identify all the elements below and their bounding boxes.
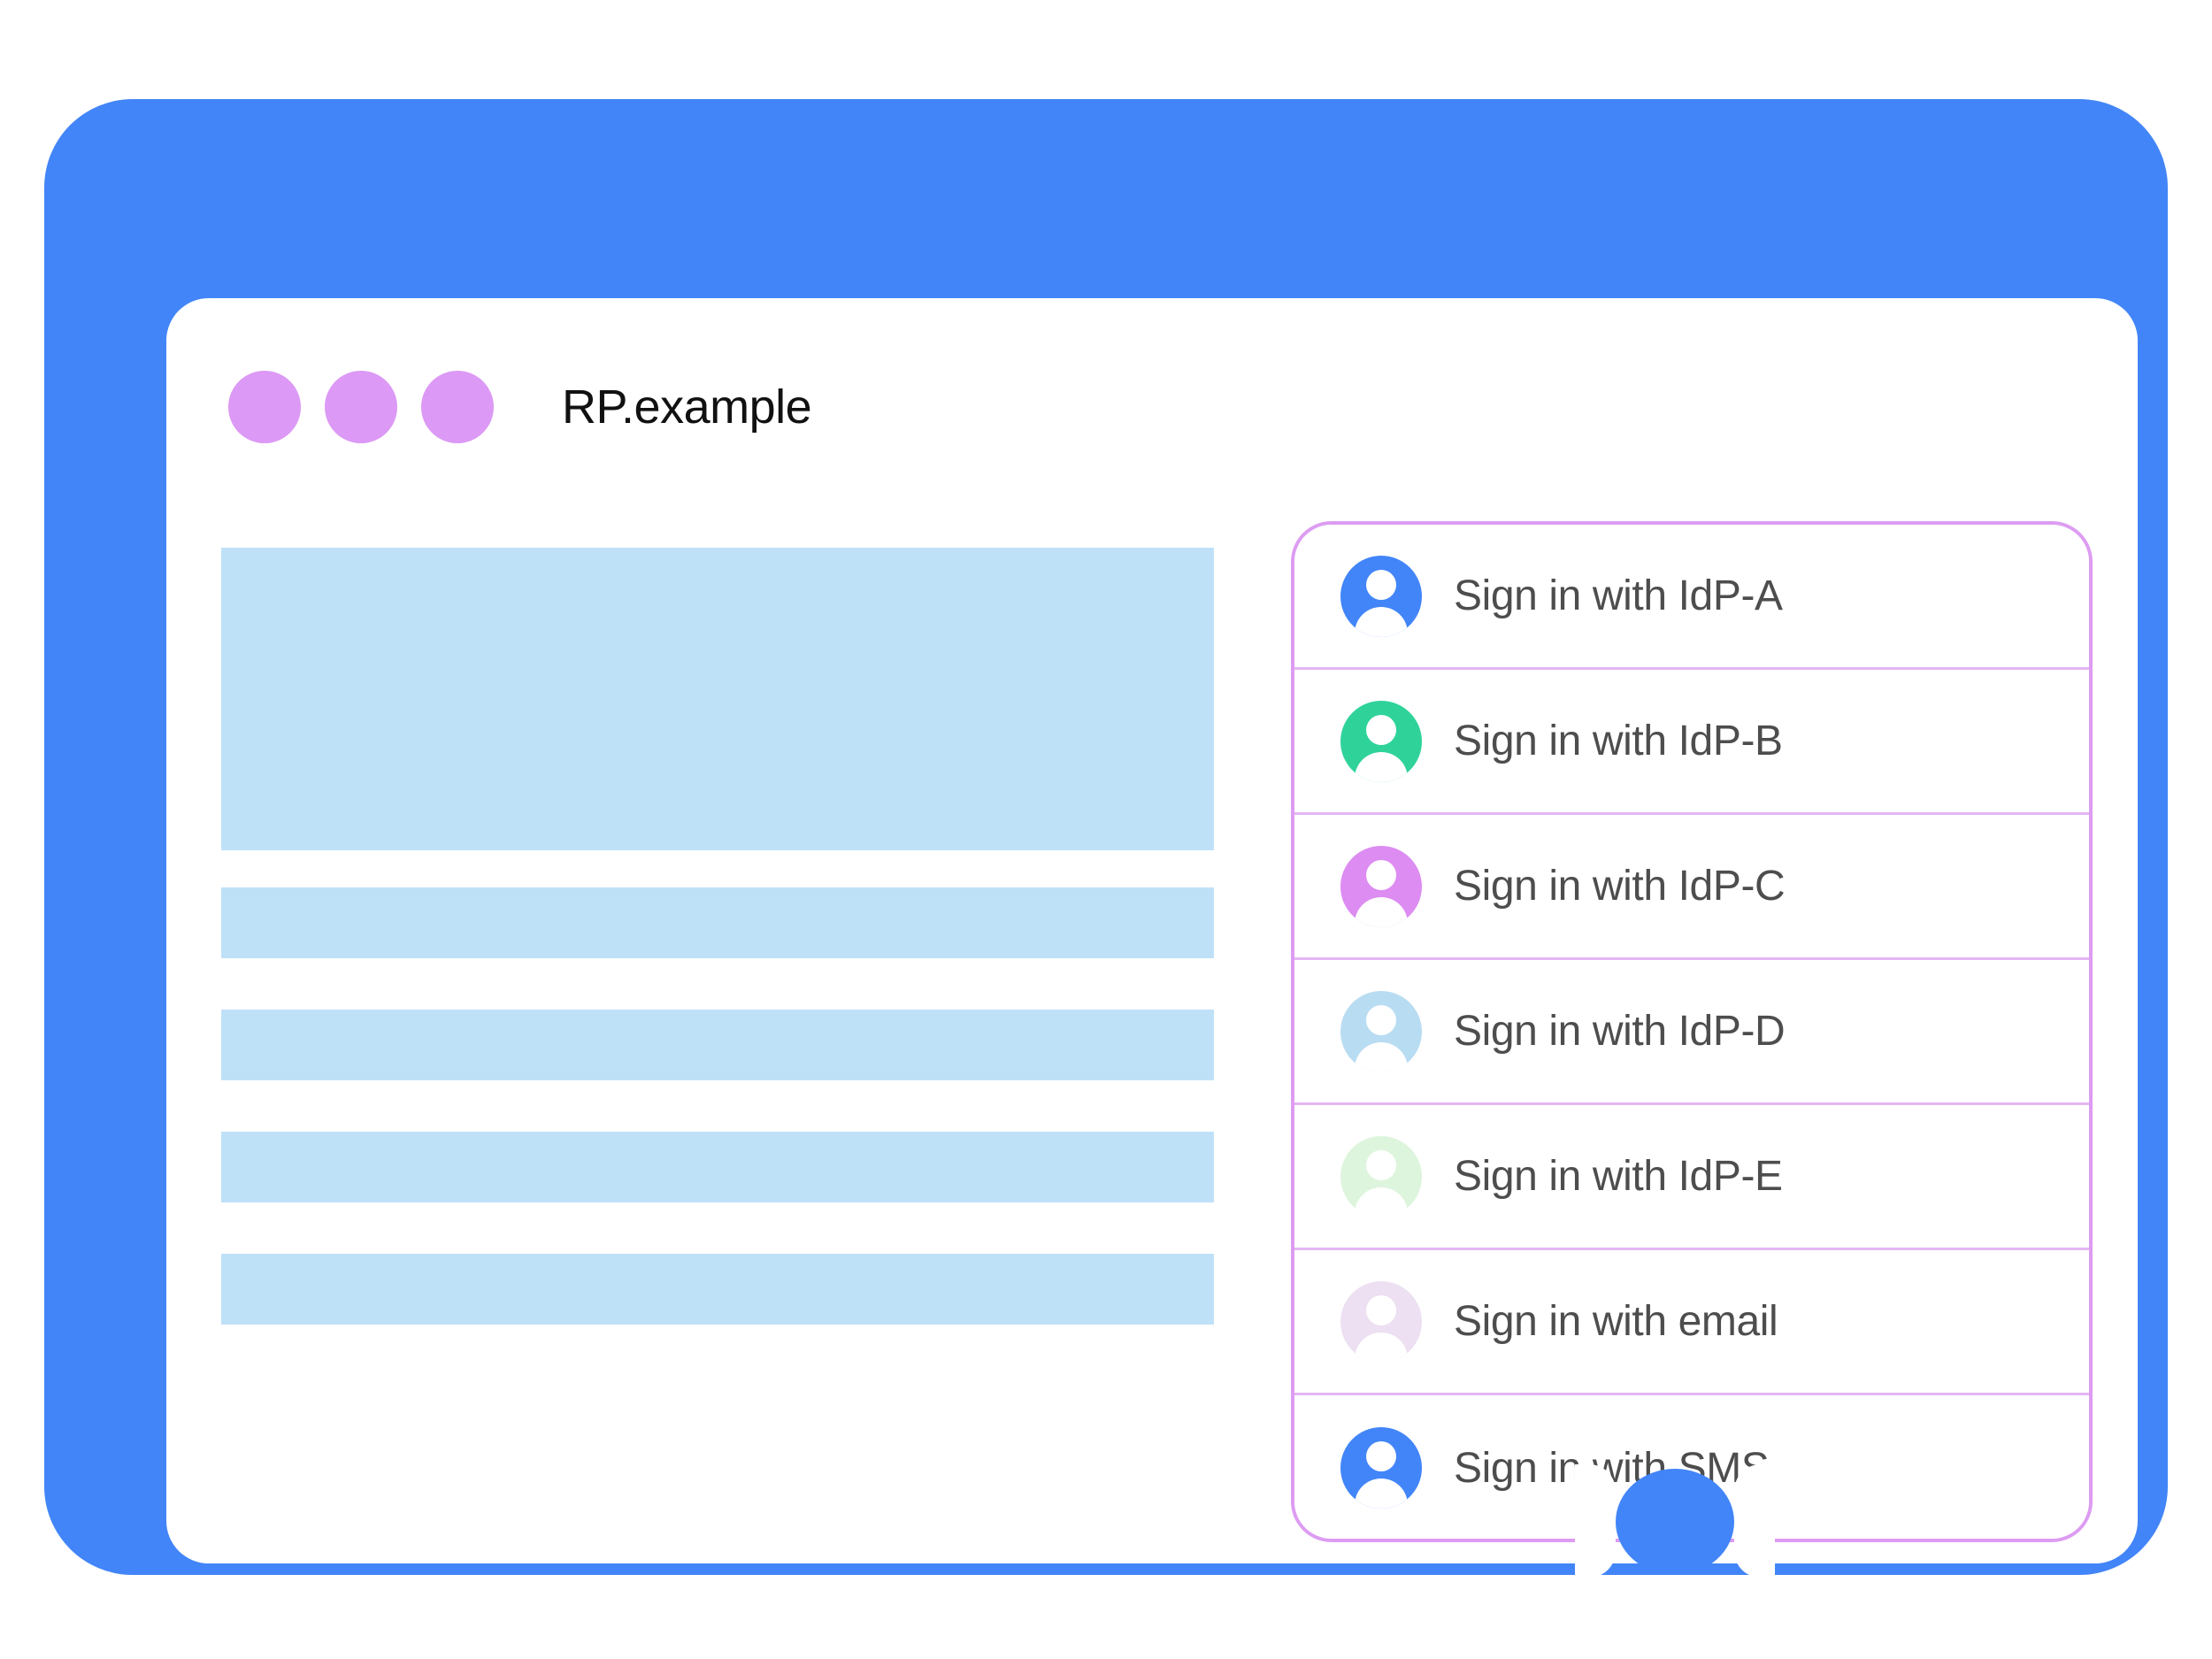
signin-option-idp-d[interactable]: Sign in with IdP-D <box>1294 960 2089 1105</box>
text-bar-placeholder-1 <box>221 887 1214 958</box>
account-avatar-icon <box>1340 990 1422 1072</box>
page-content-placeholders <box>221 548 1214 1376</box>
signin-option-idp-c[interactable]: Sign in with IdP-C <box>1294 815 2089 960</box>
signin-option-label: Sign in with email <box>1454 1298 1778 1345</box>
window-dot-2[interactable] <box>325 371 397 443</box>
account-avatar-icon <box>1340 1427 1422 1509</box>
device-frame: RP.example Sign in with IdP-A Sign i <box>44 99 2168 1575</box>
window-dot-1[interactable] <box>228 371 301 443</box>
home-button[interactable] <box>1616 1469 1734 1575</box>
window-dot-3[interactable] <box>421 371 494 443</box>
account-avatar-icon <box>1340 555 1422 637</box>
account-avatar-icon <box>1340 845 1422 927</box>
text-bar-placeholder-2 <box>221 1010 1214 1080</box>
device-screen: RP.example Sign in with IdP-A Sign i <box>166 298 2138 1563</box>
hero-placeholder <box>221 548 1214 850</box>
signin-option-label: Sign in with IdP-D <box>1454 1008 1786 1055</box>
signin-option-label: Sign in with IdP-C <box>1454 863 1786 910</box>
account-avatar-icon <box>1340 1135 1422 1217</box>
signin-option-label: Sign in with IdP-E <box>1454 1153 1783 1200</box>
signin-option-label: Sign in with IdP-A <box>1454 572 1783 619</box>
account-chooser-card: Sign in with IdP-A Sign in with IdP-B Si… <box>1291 521 2093 1542</box>
signin-option-label: Sign in with IdP-B <box>1454 718 1783 764</box>
signin-option-idp-a[interactable]: Sign in with IdP-A <box>1294 525 2089 670</box>
signin-option-idp-e[interactable]: Sign in with IdP-E <box>1294 1105 2089 1250</box>
text-bar-placeholder-4 <box>221 1254 1214 1325</box>
account-avatar-icon <box>1340 1280 1422 1363</box>
text-bar-placeholder-3 <box>221 1132 1214 1202</box>
page-title: RP.example <box>562 380 812 434</box>
bottom-bar-gap-left <box>1575 1464 1616 1578</box>
browser-title-bar: RP.example <box>166 358 812 456</box>
signin-option-idp-b[interactable]: Sign in with IdP-B <box>1294 670 2089 815</box>
account-avatar-icon <box>1340 700 1422 782</box>
signin-option-email[interactable]: Sign in with email <box>1294 1250 2089 1395</box>
bottom-bar-gap-right <box>1734 1464 1775 1578</box>
